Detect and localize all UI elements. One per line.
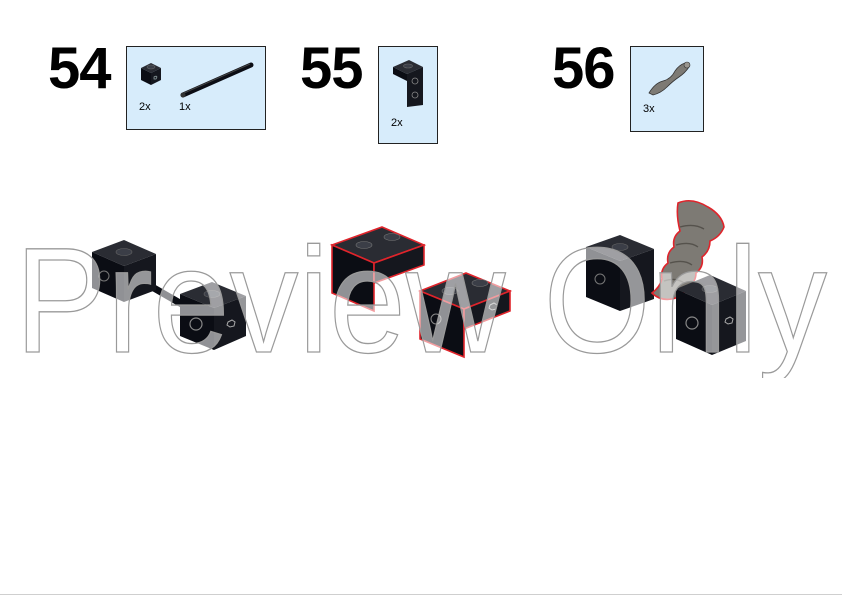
qty-label: 2x [139,101,151,113]
qty-label: 2x [391,117,403,129]
black-bar-icon [180,62,254,98]
assembly-illustration-step-56 [586,199,746,355]
parts-list-step-56: 3x [630,46,704,132]
black-bracket-icon [393,60,423,107]
parts-list-step-54: 2x 1x [126,46,266,130]
step-number-55: 55 [300,36,364,101]
step-number-56: 56 [552,36,616,101]
parts-list-step-55: 2x [378,46,438,144]
qty-label: 1x [179,101,191,113]
page-bottom-rule [0,594,842,595]
black-brick-icon [141,63,161,85]
qty-label: 3x [643,103,655,115]
gray-leaf-icon [648,61,691,96]
step-number-54: 54 [48,36,112,101]
assembly-illustration-step-54 [92,240,246,350]
assembly-illustration-step-55 [329,226,513,359]
